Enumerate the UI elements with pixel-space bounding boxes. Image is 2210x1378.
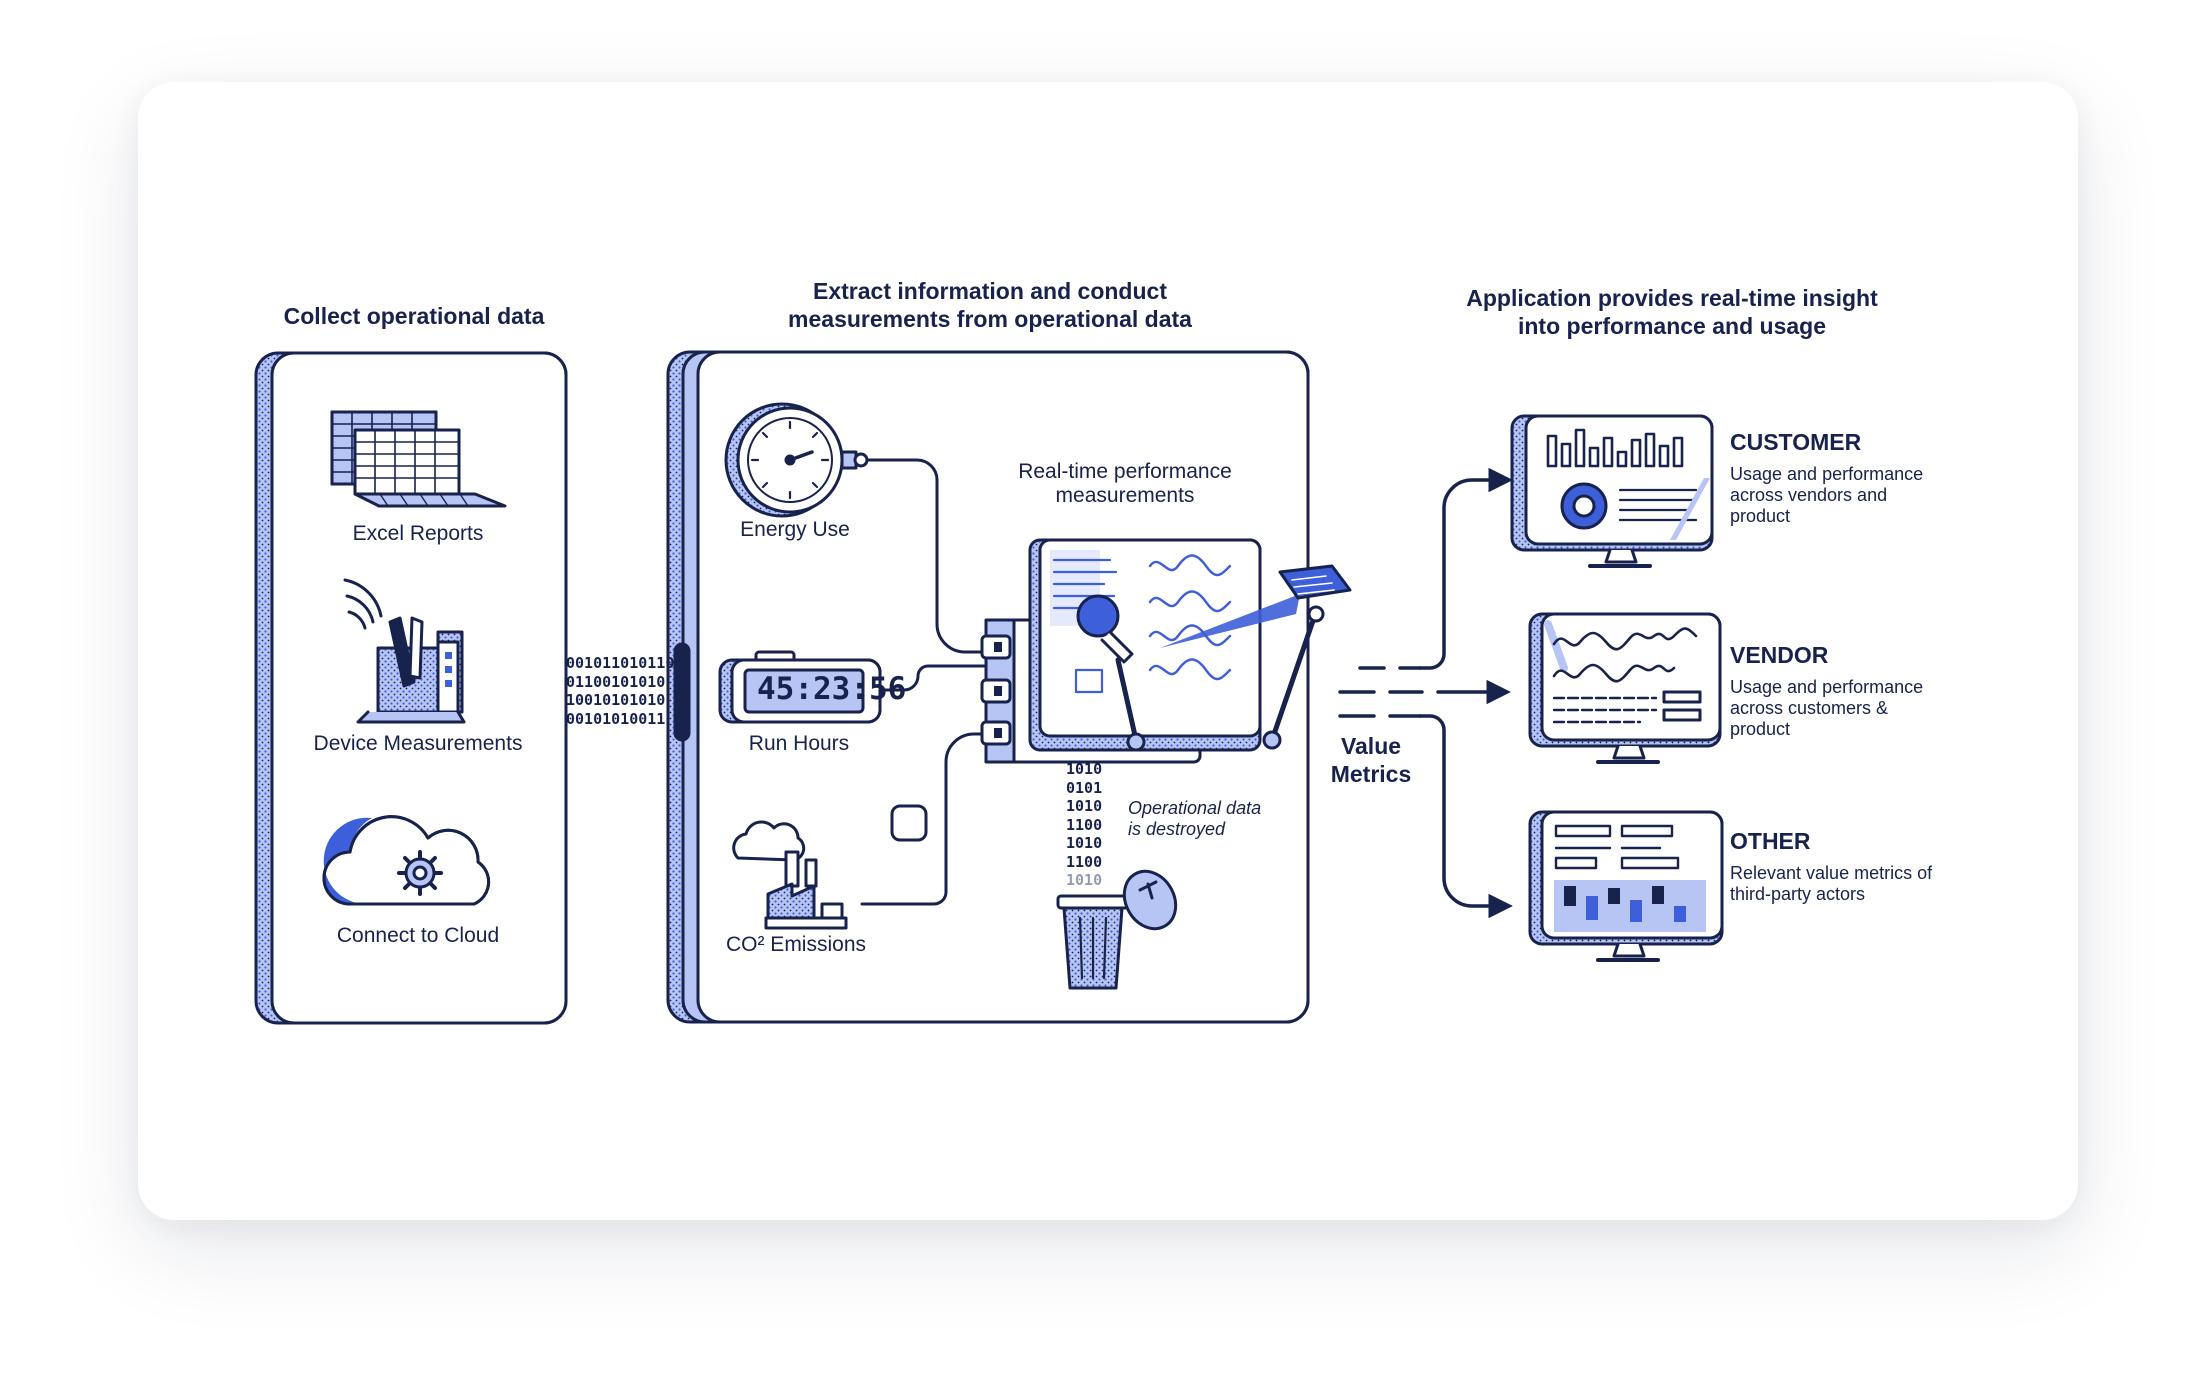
bit-line: 1010 bbox=[1066, 760, 1103, 778]
output-desc-other: Relevant value metrics of third-party ac… bbox=[1730, 863, 1933, 904]
extract-title: Extract information and conduct measurem… bbox=[690, 277, 1290, 333]
extract-title-line-1: Extract information and conduct bbox=[813, 278, 1167, 304]
bit-line: 0101 bbox=[1066, 778, 1103, 797]
measure-label-energy: Energy Use bbox=[740, 518, 850, 541]
value-metrics-line-1: Value bbox=[1340, 733, 1402, 759]
application-title-line-2: into performance and usage bbox=[1517, 313, 1826, 339]
bit-line: 1100 bbox=[1066, 815, 1103, 834]
extract-title-line-2: measurements from operational data bbox=[788, 306, 1192, 332]
realtime-line-1: Real-time performance bbox=[1018, 460, 1232, 483]
spreadsheet-icon bbox=[330, 410, 507, 508]
value-metrics-line-2: Metrics bbox=[1330, 761, 1412, 787]
destroyed-note: Operational data is destroyed bbox=[1128, 798, 1261, 840]
source-label-excel: Excel Reports bbox=[352, 522, 484, 545]
application-title-line-1: Application provides real-time insight bbox=[1466, 285, 1878, 311]
application-title: Application provides real-time insight i… bbox=[1392, 284, 1952, 340]
output-desc-customer: Usage and performance across vendors and… bbox=[1730, 464, 1924, 526]
binary-line: 10010101010 bbox=[566, 691, 666, 709]
source-label-device: Device Measurements bbox=[313, 732, 523, 755]
measurement-wires bbox=[860, 458, 990, 906]
monitor-line-chart-icon bbox=[1528, 612, 1722, 764]
bit-line: 1010 bbox=[1066, 871, 1103, 889]
monitor-bar-chart-icon bbox=[1510, 414, 1714, 568]
factory-icon bbox=[732, 820, 848, 930]
source-label-cloud: Connect to Cloud bbox=[336, 924, 500, 947]
measure-label-run-hours: Run Hours bbox=[748, 732, 850, 755]
realtime-line-2: measurements bbox=[1055, 484, 1195, 507]
realtime-label: Real-time performance measurements bbox=[980, 460, 1270, 508]
analysis-machine bbox=[980, 538, 1352, 764]
measure-label-co2: CO² Emissions bbox=[725, 933, 867, 956]
gauge-icon bbox=[724, 402, 869, 518]
bit-line: 1100 bbox=[1066, 852, 1103, 871]
monitor-table-icon bbox=[1528, 810, 1724, 962]
output-connectors bbox=[1338, 467, 1508, 919]
destroyed-note-line-1: Operational data bbox=[1128, 798, 1262, 818]
output-title-customer: CUSTOMER bbox=[1730, 429, 1862, 455]
binary-line: 00101010011 bbox=[566, 709, 666, 728]
cloud-gear-icon bbox=[322, 815, 491, 906]
output-title-vendor: VENDOR bbox=[1730, 642, 1829, 668]
binary-stream: 001011010110 01100101010 10010101010 001… bbox=[566, 654, 674, 728]
destroyed-bits: 1010 0101 1010 1100 1010 1100 1010 bbox=[1066, 760, 1102, 890]
collect-title: Collect operational data bbox=[283, 303, 545, 329]
run-hours-display: 45:23:56 bbox=[757, 671, 907, 707]
binary-line: 01100101010 bbox=[566, 672, 666, 691]
binary-line: 001011010110 bbox=[566, 654, 675, 672]
destroyed-note-line-2: is destroyed bbox=[1128, 819, 1226, 839]
output-desc-vendor: Usage and performance across customers &… bbox=[1730, 677, 1924, 739]
bit-line: 1010 bbox=[1066, 797, 1103, 815]
trash-can-icon bbox=[1056, 869, 1178, 990]
output-title-other: OTHER bbox=[1730, 828, 1811, 854]
device-icon bbox=[343, 578, 466, 724]
timer-icon bbox=[718, 650, 882, 724]
bit-line: 1010 bbox=[1066, 834, 1103, 852]
value-metrics-label: Value Metrics bbox=[1312, 732, 1430, 788]
